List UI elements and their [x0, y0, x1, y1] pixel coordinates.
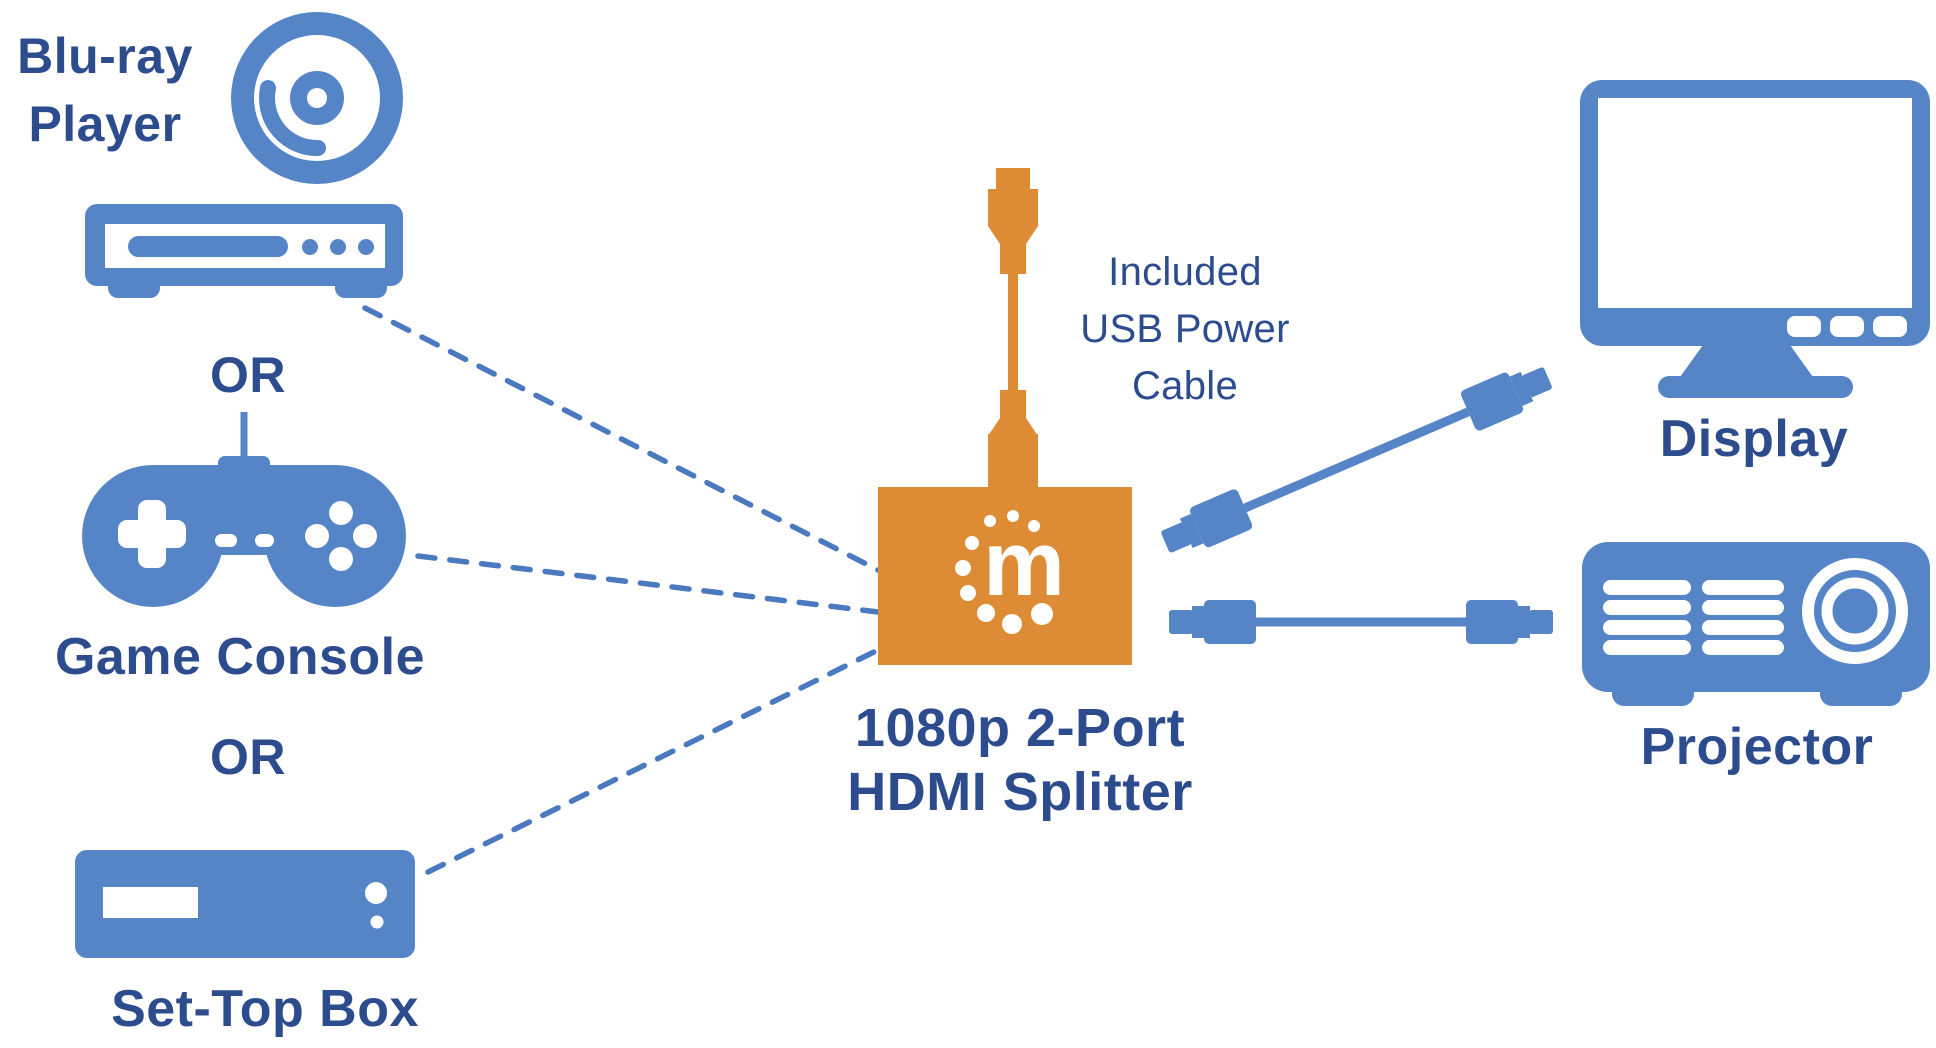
- monitor-stand: [1680, 345, 1813, 377]
- usb-power-cable-icon: [988, 168, 1038, 488]
- disc-tray: [128, 236, 288, 257]
- brand-logo-letter: m: [983, 513, 1065, 615]
- splitter-label: 1080p 2-Port HDMI Splitter: [820, 696, 1220, 824]
- monitor-buttons: [1787, 316, 1907, 337]
- projector-icon: [1582, 542, 1930, 706]
- usb-cable-label-line1: Included: [1108, 250, 1262, 294]
- game-console-icon: [82, 412, 406, 607]
- or-label-2: OR: [210, 729, 286, 785]
- bluray-label-line2: Player: [28, 96, 182, 152]
- monitor-base: [1658, 376, 1853, 398]
- hdmi-cable-to-display: [1156, 357, 1557, 563]
- or-label-1: OR: [210, 347, 286, 403]
- dashed-line-bluray-to-splitter: [362, 305, 881, 573]
- display-icon: [1580, 80, 1930, 398]
- dpad: [118, 500, 186, 568]
- projector-vents: [1603, 580, 1784, 655]
- blu-ray-disc-icon: [231, 12, 403, 184]
- splitter-label-line1: 1080p 2-Port: [854, 698, 1186, 758]
- dashed-line-console-to-splitter: [415, 553, 881, 615]
- hdmi-cable-to-projector: [1169, 600, 1553, 644]
- bluray-label: Blu-ray Player: [0, 22, 210, 158]
- monitor-screen: [1598, 98, 1912, 308]
- usb-cable-label: Included USB Power Cable: [1055, 244, 1315, 415]
- blu-ray-player-icon: [85, 204, 403, 298]
- splitter-box: m: [878, 487, 1132, 665]
- usb-cable-wire: [1008, 272, 1018, 394]
- display-label: Display: [1659, 410, 1849, 468]
- usb-cable-label-line2: USB Power: [1080, 307, 1290, 351]
- projector-lens: [1802, 558, 1908, 664]
- action-buttons: [305, 501, 377, 571]
- usb-plug-tip: [996, 168, 1030, 189]
- usb-cable-label-line3: Cable: [1131, 364, 1238, 408]
- game-console-label: Game Console: [54, 628, 426, 686]
- brand-logo-dots: [955, 510, 1053, 634]
- set-top-box-icon: [75, 850, 415, 958]
- dashed-line-settop-to-splitter: [425, 647, 881, 875]
- select-start-buttons: [215, 534, 274, 547]
- settop-display-window: [103, 887, 198, 918]
- settop-label: Set-Top Box: [111, 980, 419, 1038]
- projector-label: Projector: [1640, 718, 1874, 776]
- bluray-label-line1: Blu-ray: [17, 28, 193, 84]
- splitter-label-line2: HDMI Splitter: [847, 762, 1193, 822]
